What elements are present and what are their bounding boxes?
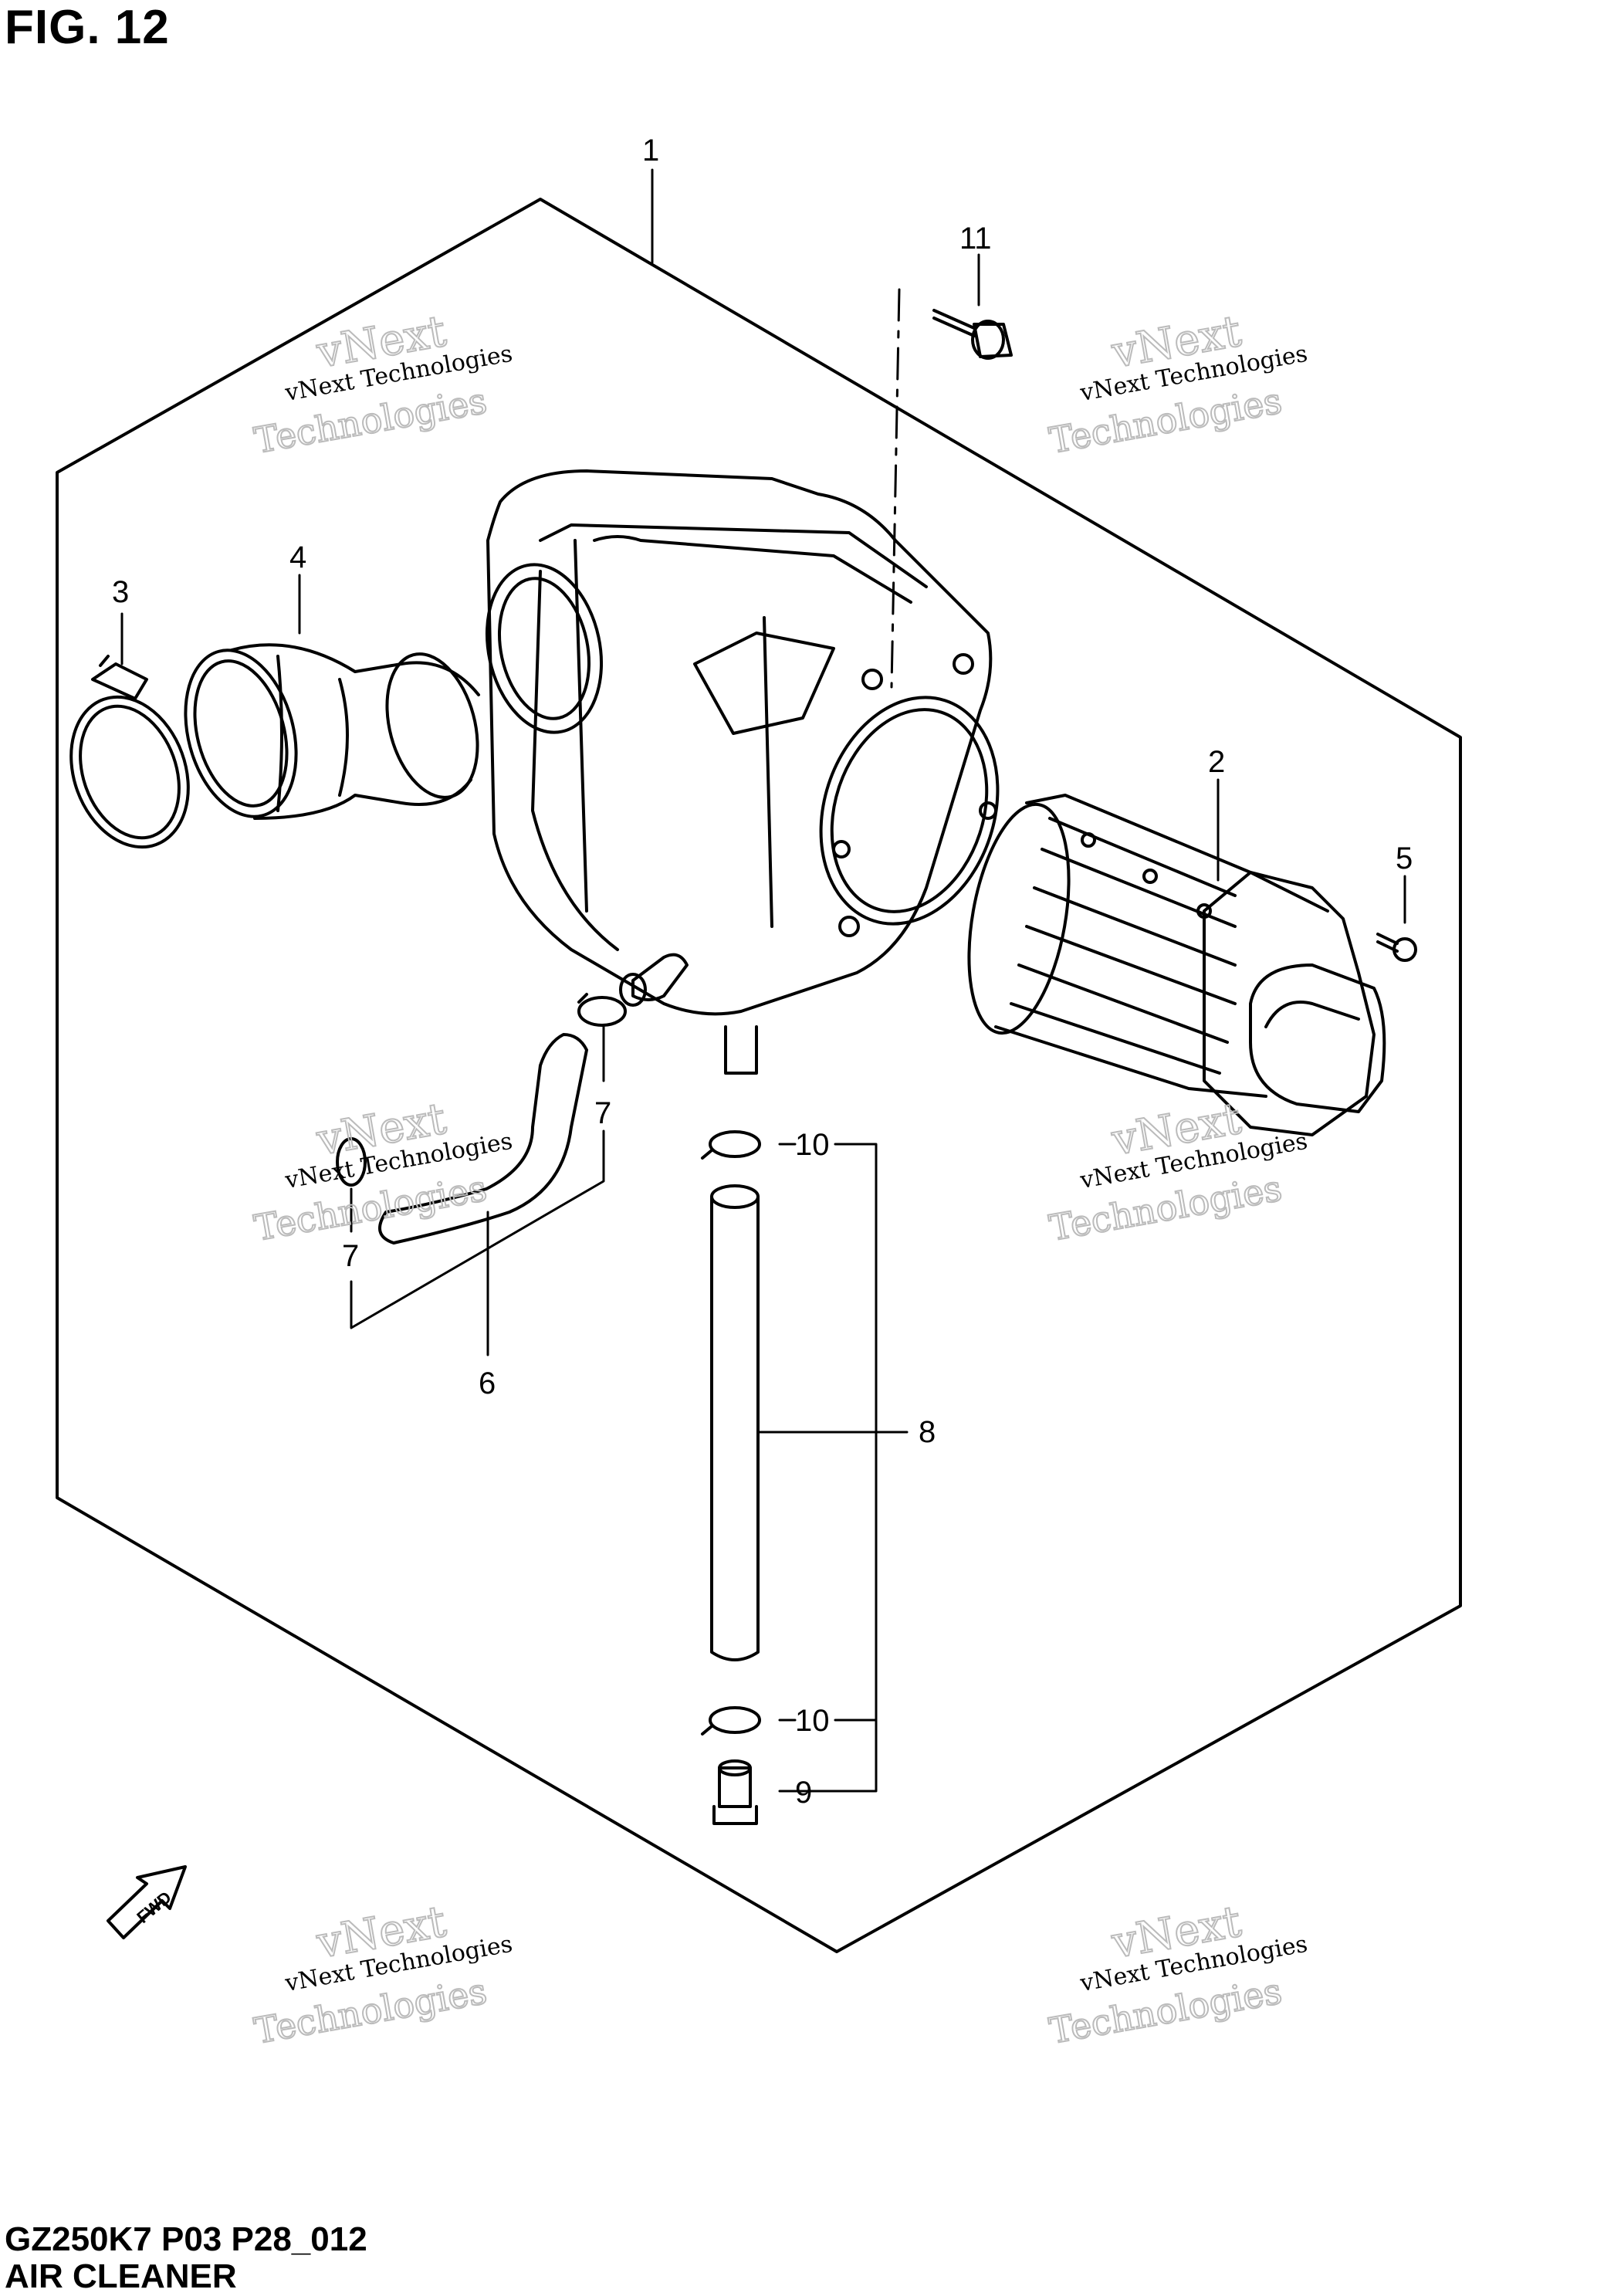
clip-7-lower: [336, 1137, 367, 1187]
callout-4: 4: [289, 540, 306, 574]
callout-7-lower: 7: [342, 1239, 359, 1273]
screw-5: [1376, 933, 1417, 962]
callout-6: 6: [479, 1366, 496, 1400]
model-code: GZ250K7 P03 P28_012: [5, 2220, 367, 2258]
intake-boot: [184, 643, 480, 820]
drain-tube: [710, 1184, 760, 1661]
callout-2: 2: [1208, 745, 1225, 779]
clip-7-upper: [577, 993, 627, 1027]
callout-10-upper: 10: [795, 1128, 830, 1162]
callout-numbers: 1 2 3 4 5 6 7 7 8 9 10 10 11 FWD: [112, 134, 1413, 1927]
callout-5: 5: [1396, 842, 1413, 875]
callout-7-upper: 7: [594, 1096, 611, 1130]
clip-10-lower: [701, 1706, 761, 1736]
watermark-bottom-right: vNext vNext Technologies Technologies: [1045, 1895, 1309, 2052]
bolt-11: [932, 309, 1013, 360]
air-cleaner-box: [485, 469, 1000, 1075]
air-filter-element: [967, 794, 1386, 1136]
watermark-top-right: vNext vNext Technologies Technologies: [1045, 305, 1309, 462]
callout-11: 11: [959, 222, 992, 256]
watermark-top-left: vNext vNext Technologies Technologies: [250, 305, 514, 462]
callout-3: 3: [112, 575, 129, 609]
watermarks: vNext vNext Technologies Technologies vN…: [250, 305, 1309, 2052]
callout-9: 9: [795, 1776, 812, 1810]
callout-10-lower: 10: [795, 1704, 830, 1738]
hose-clamp: [69, 655, 190, 849]
watermark-middle-right: vNext vNext Technologies Technologies: [1045, 1092, 1309, 1249]
section-title: AIR CLEANER: [5, 2257, 237, 2295]
callout-1: 1: [642, 134, 659, 168]
figure-label: FIG. 12: [5, 1, 170, 54]
callout-8: 8: [919, 1415, 936, 1449]
fwd-arrow-icon: [107, 1865, 187, 1939]
watermark-bottom-left: vNext vNext Technologies Technologies: [250, 1895, 514, 2052]
drain-hose: [378, 1033, 588, 1245]
clip-10-upper: [701, 1130, 761, 1160]
assembly-boundary: [56, 198, 1462, 1953]
drain-plug: [712, 1759, 758, 1825]
watermark-middle-left: vNext vNext Technologies Technologies: [250, 1092, 514, 1249]
leader-lines: [120, 168, 1406, 1793]
